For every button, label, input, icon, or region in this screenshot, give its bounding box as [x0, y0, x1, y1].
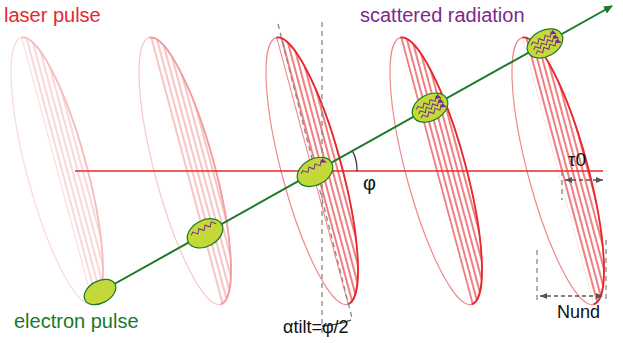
duration-label: τ0 — [568, 150, 586, 171]
figure-part — [21, 30, 121, 304]
electron-trajectory — [100, 6, 612, 292]
figure-part — [144, 1, 285, 326]
electron-bunches — [80, 23, 568, 310]
tilt-angle-label: αtilt=φ/2 — [283, 318, 349, 338]
figure-part — [517, 1, 623, 326]
figure-part — [149, 30, 249, 304]
laser-pulse — [120, 1, 284, 326]
laser-pulses — [0, 1, 623, 326]
figure-part — [80, 274, 120, 310]
figure-part — [182, 213, 228, 254]
figure-part — [533, 35, 559, 52]
figure-part — [517, 1, 623, 326]
laser-pulse — [493, 1, 623, 326]
laser-pulse — [0, 1, 156, 326]
figure-label: laser pulse — [4, 4, 101, 26]
laser-pulse — [371, 1, 535, 326]
figure-part — [16, 1, 157, 326]
angle-symbol: φ — [363, 172, 376, 194]
figure-part — [190, 220, 216, 237]
electron-bunch — [522, 23, 568, 64]
phi-angle-arc — [352, 150, 357, 171]
figure-part — [144, 1, 285, 326]
figure-part — [522, 30, 622, 304]
figure-part — [300, 159, 326, 176]
figure-part — [271, 1, 412, 326]
laser-axis — [75, 170, 603, 172]
figure-label: electron pulse — [14, 310, 139, 332]
figure-part — [522, 23, 568, 64]
electron-bunch — [80, 274, 120, 310]
figure-part — [418, 99, 444, 116]
electron-bunch — [407, 87, 453, 128]
figure-part — [605, 240, 606, 300]
figure-part — [292, 151, 338, 192]
figure-part — [16, 1, 157, 326]
laser-pulse — [247, 1, 411, 326]
electron-bunch — [292, 151, 338, 192]
figure-part — [276, 30, 376, 304]
figure-part — [561, 171, 562, 200]
figure-part — [420, 103, 446, 120]
electron-bunch — [182, 213, 228, 254]
figure-part — [407, 87, 453, 128]
length-label: Nund — [557, 303, 600, 323]
figure-part — [536, 250, 537, 300]
figure-part — [400, 30, 500, 304]
tau-dimension — [565, 179, 603, 180]
figure-part — [278, 24, 352, 318]
tilt-guides — [278, 22, 606, 336]
nund-dimension — [540, 295, 603, 296]
figure-part — [271, 1, 412, 326]
figure-part — [535, 39, 561, 56]
figure-label: scattered radiation — [360, 4, 525, 26]
